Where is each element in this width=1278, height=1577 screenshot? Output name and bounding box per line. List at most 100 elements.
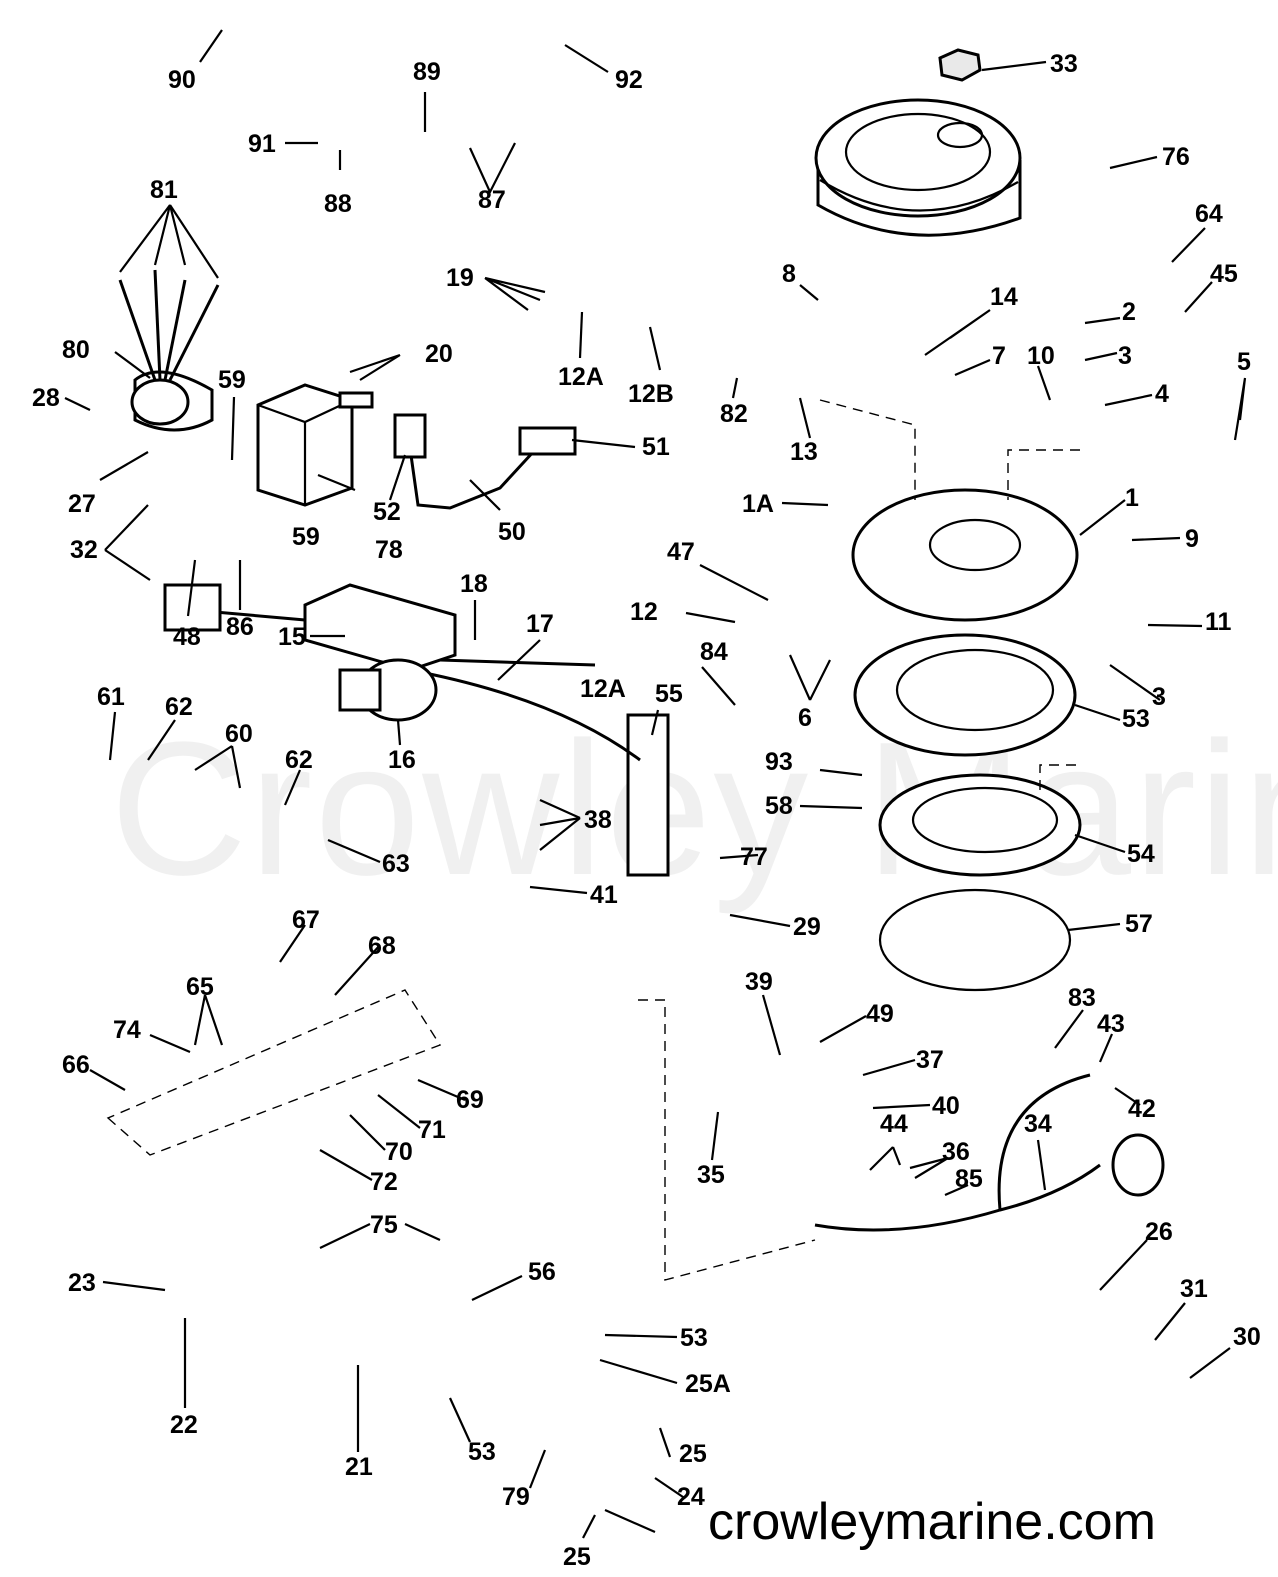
site-url[interactable]: crowleymarine.com bbox=[708, 1493, 1156, 1551]
callout: 17 bbox=[526, 610, 554, 638]
watermark: Crowley Marine bbox=[110, 703, 1278, 915]
callout: 77 bbox=[740, 843, 768, 871]
leader-lines bbox=[64, 29, 1247, 1539]
callout: 86 bbox=[226, 613, 254, 641]
callout: 15 bbox=[278, 623, 306, 651]
callout: 12A bbox=[558, 363, 604, 391]
callout: 75 bbox=[370, 1211, 398, 1239]
callout-labels: 90 89 92 91 88 87 33 76 81 80 28 27 59 2… bbox=[32, 50, 1261, 1511]
callout: 49 bbox=[866, 1000, 894, 1028]
callout: 59 bbox=[218, 366, 246, 394]
callout: 5 bbox=[1237, 348, 1251, 376]
callout: 23 bbox=[68, 1269, 96, 1297]
callout: 88 bbox=[324, 190, 352, 218]
callout: 80 bbox=[62, 336, 90, 364]
pack-78 bbox=[256, 383, 374, 507]
callout: 25 bbox=[679, 1440, 707, 1468]
callout: 62 bbox=[165, 693, 193, 721]
callout: 14 bbox=[990, 283, 1018, 311]
callout: 55 bbox=[655, 680, 683, 708]
callout: 13 bbox=[790, 438, 818, 466]
callout: 12 bbox=[630, 598, 658, 626]
callout: 42 bbox=[1128, 1095, 1156, 1123]
callout: 54 bbox=[1127, 840, 1155, 868]
callout: 37 bbox=[916, 1046, 944, 1074]
callout: 71 bbox=[418, 1116, 446, 1144]
callout: 43 bbox=[1097, 1010, 1125, 1038]
callout: 12A bbox=[580, 675, 626, 703]
callout: 69 bbox=[456, 1086, 484, 1114]
switch-16 bbox=[338, 658, 438, 722]
callout: 38 bbox=[584, 806, 612, 834]
callout: 34 bbox=[1024, 1110, 1052, 1138]
callout: 41 bbox=[590, 881, 618, 909]
callout: 39 bbox=[745, 968, 773, 996]
callout: 76 bbox=[1162, 143, 1190, 171]
callout: 56 bbox=[528, 1258, 556, 1286]
callout: 53 bbox=[680, 1324, 708, 1352]
callout: 9 bbox=[1185, 525, 1199, 553]
ring-57 bbox=[878, 888, 1072, 992]
callout: 3 bbox=[1152, 683, 1166, 711]
stator-1 bbox=[851, 488, 1079, 622]
callout: 45 bbox=[1210, 260, 1238, 288]
callout: 10 bbox=[1027, 342, 1055, 370]
callout: 18 bbox=[460, 570, 488, 598]
callout: 93 bbox=[765, 748, 793, 776]
callout: 83 bbox=[1068, 984, 1096, 1012]
callout: 87 bbox=[478, 186, 506, 214]
callout: 25A bbox=[685, 1370, 731, 1398]
callout: 64 bbox=[1195, 200, 1223, 228]
callout: 12B bbox=[628, 380, 674, 408]
callout: 58 bbox=[765, 792, 793, 820]
callout: 51 bbox=[642, 433, 670, 461]
callout: 7 bbox=[992, 342, 1006, 370]
callout: 44 bbox=[880, 1110, 908, 1138]
callout: 81 bbox=[150, 176, 178, 204]
dashed-guides bbox=[106, 399, 1080, 1281]
callout: 72 bbox=[370, 1168, 398, 1196]
flywheel-76 bbox=[814, 98, 1022, 237]
callout: 53 bbox=[468, 1438, 496, 1466]
callout: 16 bbox=[388, 746, 416, 774]
callout: 22 bbox=[170, 1411, 198, 1439]
callout: 29 bbox=[793, 913, 821, 941]
callout-labels-extra: 25 53 53 3 59 12A 62 bbox=[285, 523, 1166, 1571]
harness-34 bbox=[814, 1073, 1165, 1232]
callout: 27 bbox=[68, 490, 96, 518]
callout: 40 bbox=[932, 1092, 960, 1120]
callout: 63 bbox=[382, 850, 410, 878]
callout: 11 bbox=[1205, 608, 1232, 636]
callout: 50 bbox=[498, 518, 526, 546]
plate-53 bbox=[853, 633, 1077, 757]
callout: 89 bbox=[413, 58, 441, 86]
callout: 84 bbox=[700, 638, 728, 666]
callout: 24 bbox=[677, 1483, 705, 1511]
callout: 36 bbox=[942, 1138, 970, 1166]
callout: 32 bbox=[70, 536, 98, 564]
ring-54 bbox=[878, 773, 1082, 877]
callout: 21 bbox=[345, 1453, 373, 1481]
callout: 61 bbox=[97, 683, 125, 711]
callout: 48 bbox=[173, 623, 201, 651]
coil-80 bbox=[118, 269, 220, 432]
callout: 33 bbox=[1050, 50, 1078, 78]
callout: 85 bbox=[955, 1165, 983, 1193]
callout: 90 bbox=[168, 66, 196, 94]
callout: 2 bbox=[1122, 298, 1136, 326]
callout: 91 bbox=[248, 130, 276, 158]
callout: 8 bbox=[782, 260, 796, 288]
callout: 26 bbox=[1145, 1218, 1173, 1246]
callout: 65 bbox=[186, 973, 214, 1001]
callout: 35 bbox=[697, 1161, 725, 1189]
callout: 60 bbox=[225, 720, 253, 748]
callout: 1A bbox=[742, 490, 774, 518]
callout: 20 bbox=[425, 340, 453, 368]
callout: 25 bbox=[563, 1543, 591, 1571]
callout: 59 bbox=[292, 523, 320, 551]
part-drawings bbox=[118, 48, 1165, 1232]
callout: 92 bbox=[615, 66, 643, 94]
callout: 30 bbox=[1233, 1323, 1261, 1351]
callout: 62 bbox=[285, 746, 313, 774]
